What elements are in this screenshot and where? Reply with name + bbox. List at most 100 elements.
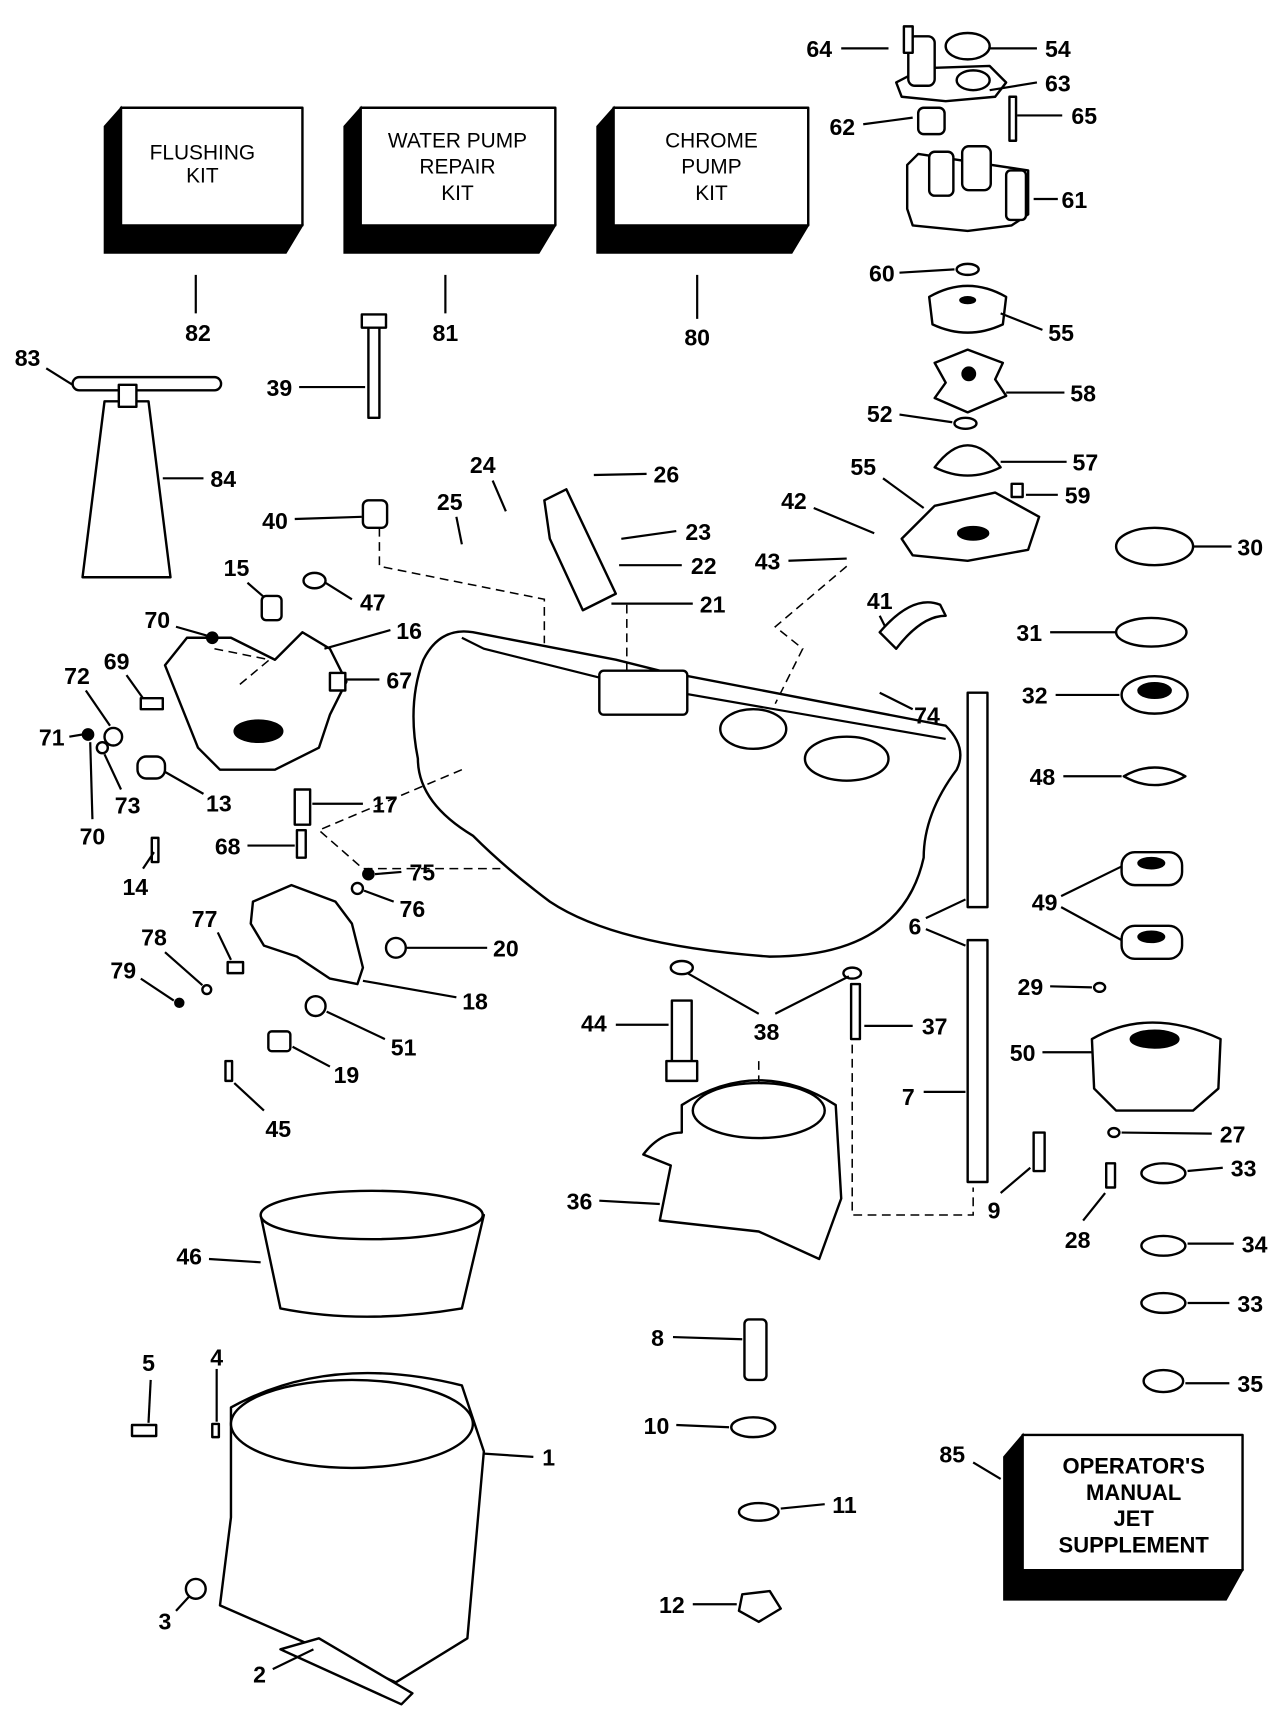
callout-50: 50 xyxy=(1010,1040,1036,1066)
lever-18 xyxy=(249,883,365,986)
leader-line xyxy=(272,1648,314,1671)
leader-line xyxy=(292,1045,331,1068)
callout-19: 19 xyxy=(334,1062,360,1088)
callout-70: 70 xyxy=(144,607,170,633)
callout-21: 21 xyxy=(700,591,726,617)
leader-line xyxy=(925,898,966,920)
callout-77: 77 xyxy=(192,906,218,932)
leader-line xyxy=(788,557,847,562)
leader-line xyxy=(899,268,955,274)
callout-36: 36 xyxy=(567,1189,593,1215)
flushing-kit-line-2: KIT xyxy=(186,165,219,188)
leader-line xyxy=(899,413,953,424)
callout-71: 71 xyxy=(39,724,65,750)
leader-line xyxy=(294,515,362,521)
callout-35: 35 xyxy=(1237,1371,1263,1397)
manual-line-4: SUPPLEMENT xyxy=(1059,1533,1210,1558)
leader-line xyxy=(455,516,463,545)
chrome-kit-line-1: CHROME xyxy=(665,129,758,152)
leader-line xyxy=(780,1503,825,1510)
callout-49: 49 xyxy=(1032,889,1058,915)
leader-line xyxy=(882,477,925,509)
callout-55: 55 xyxy=(1048,320,1074,346)
callout-68: 68 xyxy=(215,833,241,859)
leader-line xyxy=(326,1010,386,1041)
leader-line xyxy=(599,1199,660,1206)
callout-67: 67 xyxy=(386,667,412,693)
leader-line xyxy=(164,951,204,987)
leader-line xyxy=(1050,985,1092,989)
callout-39: 39 xyxy=(267,375,293,401)
water-pump-kit-line-3: KIT xyxy=(441,182,474,205)
leader-line xyxy=(175,1595,190,1612)
leader-line xyxy=(999,1166,1032,1194)
callout-79: 79 xyxy=(110,958,136,984)
callout-59: 59 xyxy=(1065,483,1091,509)
callout-82: 82 xyxy=(185,320,211,346)
callout-46: 46 xyxy=(176,1243,202,1269)
callout-62: 62 xyxy=(829,114,855,140)
leader-line xyxy=(925,928,966,947)
chrome-kit-line-2: PUMP xyxy=(681,156,741,179)
leader-line xyxy=(324,628,391,650)
callout-20: 20 xyxy=(493,936,519,962)
callout-85: 85 xyxy=(939,1441,965,1467)
hose xyxy=(878,601,947,650)
callout-18: 18 xyxy=(462,988,488,1014)
leader-line xyxy=(125,674,144,699)
callout-75: 75 xyxy=(409,860,435,886)
leader-line xyxy=(362,979,457,999)
water-pump-kit-line-1: WATER PUMP xyxy=(388,129,527,152)
callout-9: 9 xyxy=(988,1197,1001,1223)
leader-line xyxy=(813,506,875,535)
callout-42: 42 xyxy=(781,488,807,514)
leader-line xyxy=(621,529,677,540)
callout-84: 84 xyxy=(210,466,236,492)
leader-line xyxy=(233,1082,265,1112)
callout-4: 4 xyxy=(210,1345,223,1371)
callout-44: 44 xyxy=(581,1010,607,1036)
callout-23: 23 xyxy=(685,519,711,545)
leader-line xyxy=(676,1423,730,1429)
callout-48: 48 xyxy=(1030,764,1056,790)
callout-60: 60 xyxy=(869,260,895,286)
leader-line xyxy=(147,1379,152,1423)
callout-61: 61 xyxy=(1061,187,1087,213)
parts xyxy=(71,25,1222,1706)
leader-line xyxy=(175,625,208,637)
leader-line xyxy=(324,581,353,601)
leader-line xyxy=(483,1452,534,1459)
callout-38: 38 xyxy=(754,1019,780,1045)
callout-54: 54 xyxy=(1045,36,1071,62)
manual-line-2: MANUAL xyxy=(1086,1480,1181,1505)
leader-line xyxy=(142,851,155,870)
flushing-kit-line-1: FLUSHING xyxy=(150,141,256,164)
callout-33: 33 xyxy=(1237,1291,1263,1317)
callout-22: 22 xyxy=(691,553,717,579)
callout-11: 11 xyxy=(832,1492,857,1518)
callout-81: 81 xyxy=(433,320,459,346)
callout-12: 12 xyxy=(659,1592,685,1618)
leader-line xyxy=(208,1257,261,1264)
callout-14: 14 xyxy=(122,874,148,900)
leader-line xyxy=(593,472,647,477)
leader-line xyxy=(216,931,232,961)
callout-72: 72 xyxy=(64,663,90,689)
kit-callouts: 82 81 80 85 xyxy=(185,274,1002,1480)
callout-74: 74 xyxy=(914,703,940,729)
chrome-kit-line-3: KIT xyxy=(695,182,728,205)
operators-manual-box: OPERATOR'S MANUAL JET SUPPLEMENT xyxy=(1003,1432,1244,1601)
leader-line xyxy=(363,889,395,903)
callout-32: 32 xyxy=(1022,683,1048,709)
callout-47: 47 xyxy=(360,589,386,615)
callout-24: 24 xyxy=(470,452,496,478)
callout-27: 27 xyxy=(1220,1121,1246,1147)
callout-16: 16 xyxy=(396,618,422,644)
leader-line xyxy=(164,770,205,795)
impeller-cup xyxy=(927,284,1008,334)
callout-80: 80 xyxy=(684,324,710,350)
callout-28: 28 xyxy=(1065,1227,1091,1253)
callout-1: 1 xyxy=(542,1445,555,1471)
